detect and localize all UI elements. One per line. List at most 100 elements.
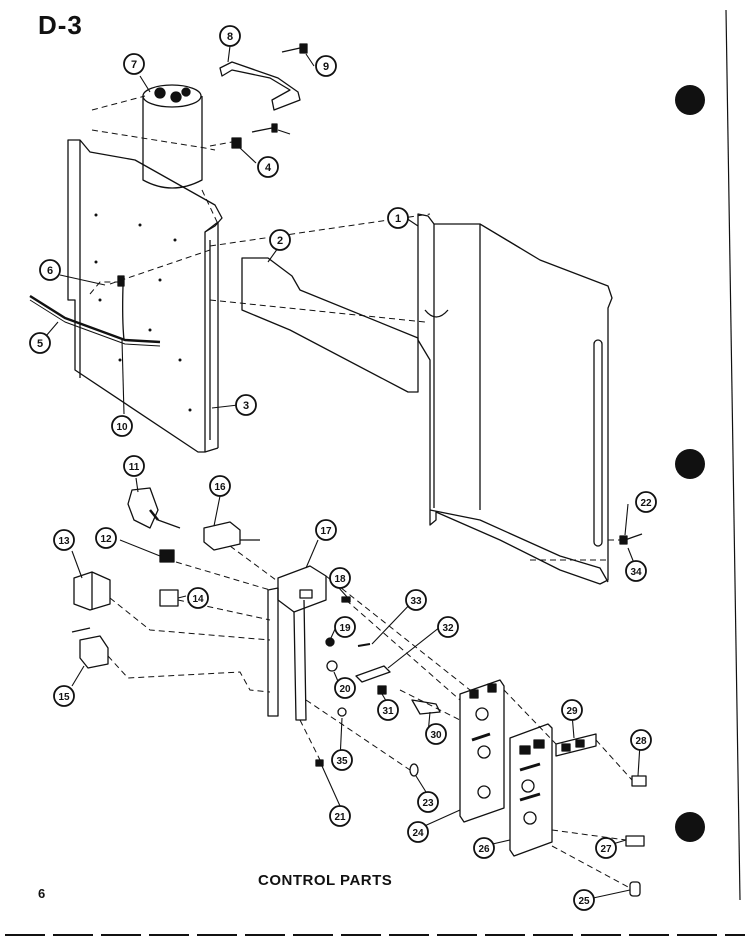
callout-number: 20 [339,684,351,695]
callout-circle [123,455,145,477]
callout-15: 15 [53,685,75,707]
callout-number: 31 [382,706,394,717]
callout-25: 25 [573,889,595,911]
callout-13: 13 [53,529,75,551]
callout-number: 16 [214,482,226,493]
callout-number: 1 [395,213,401,225]
callout-circle [209,475,231,497]
callout-number: 33 [410,596,422,607]
callout-12: 12 [95,527,117,549]
callout-number: 4 [265,162,272,174]
callout-number: 27 [600,844,612,855]
callout-circle [437,616,459,638]
callout-number: 9 [323,61,329,73]
relay [203,521,260,551]
callout-number: 24 [412,828,424,839]
callout-circle [561,699,583,721]
callout-circle [595,837,617,859]
callout-circle [39,259,61,281]
callout-circle [219,25,241,47]
callout-4: 4 [257,156,279,178]
callout-circle [257,156,279,178]
wire-harness [29,294,161,344]
callout-circle [407,821,429,843]
callout-number: 32 [442,623,454,634]
callout-number: 10 [116,422,128,433]
screw-top [281,43,308,54]
callout-28: 28 [630,729,652,751]
callout-number: 26 [478,844,490,855]
callout-31: 31 [377,699,399,721]
callout-circle [334,616,356,638]
section-code: D-3 [38,10,83,40]
callout-circle [269,229,291,251]
callout-number: 11 [129,462,140,473]
callout-bubbles: 1234567891011121314151617181920212223242… [29,25,657,911]
callout-circle [235,394,257,416]
front-plate [509,723,553,857]
callout-2: 2 [269,229,291,251]
page-border-marks [5,9,745,936]
run-capacitor [71,627,109,669]
callout-circle [630,729,652,751]
callout-number: 17 [320,526,332,537]
callout-20: 20 [334,677,356,699]
callout-number: 14 [192,594,204,605]
callout-8: 8 [219,25,241,47]
callout-19: 19 [334,616,356,638]
callout-3: 3 [235,394,257,416]
callout-number: 28 [635,736,647,747]
callout-circle [625,560,647,582]
callout-23: 23 [417,791,439,813]
callout-circle [573,889,595,911]
callout-21: 21 [329,805,351,827]
callout-number: 13 [58,536,70,547]
callout-30: 30 [425,723,447,745]
control-mounting-bracket [267,565,327,721]
callout-1: 1 [387,207,409,229]
knob-upper [631,775,647,787]
callout-number: 19 [339,623,351,634]
callout-circle [473,837,495,859]
callout-18: 18 [329,567,351,589]
pilot-lamp [409,763,419,777]
callout-number: 22 [640,498,652,509]
callout-27: 27 [595,837,617,859]
callout-circle [329,805,351,827]
callout-11: 11 [123,455,145,477]
insulation-panel [241,257,419,393]
callout-circle [53,685,75,707]
callout-16: 16 [209,475,231,497]
callout-number: 29 [566,706,578,717]
callout-22: 22 [635,491,657,513]
callout-circle [334,677,356,699]
binder-hole-bottom [675,812,705,842]
callout-34: 34 [625,560,647,582]
binder-holes [675,85,705,842]
callout-35: 35 [331,749,353,771]
callout-circle [315,55,337,77]
callout-5: 5 [29,332,51,354]
callout-14: 14 [187,587,209,609]
side-cover [417,213,613,585]
knob-small [629,881,641,897]
callout-circle [387,207,409,229]
callout-number: 2 [277,235,283,247]
callout-circle [29,332,51,354]
callout-circle [187,587,209,609]
callout-number: 7 [131,59,137,71]
binder-hole-top [675,85,705,115]
knob-lower [625,835,645,847]
callout-number: 8 [227,31,233,43]
control-panel [459,679,505,823]
capacitor-bracket [219,61,301,111]
callout-circle [377,699,399,721]
callout-number: 30 [430,730,442,741]
callout-number: 34 [630,567,642,578]
callout-number: 21 [334,812,346,823]
nut-and-screw [231,123,278,149]
callout-32: 32 [437,616,459,638]
callout-10: 10 [111,415,133,437]
